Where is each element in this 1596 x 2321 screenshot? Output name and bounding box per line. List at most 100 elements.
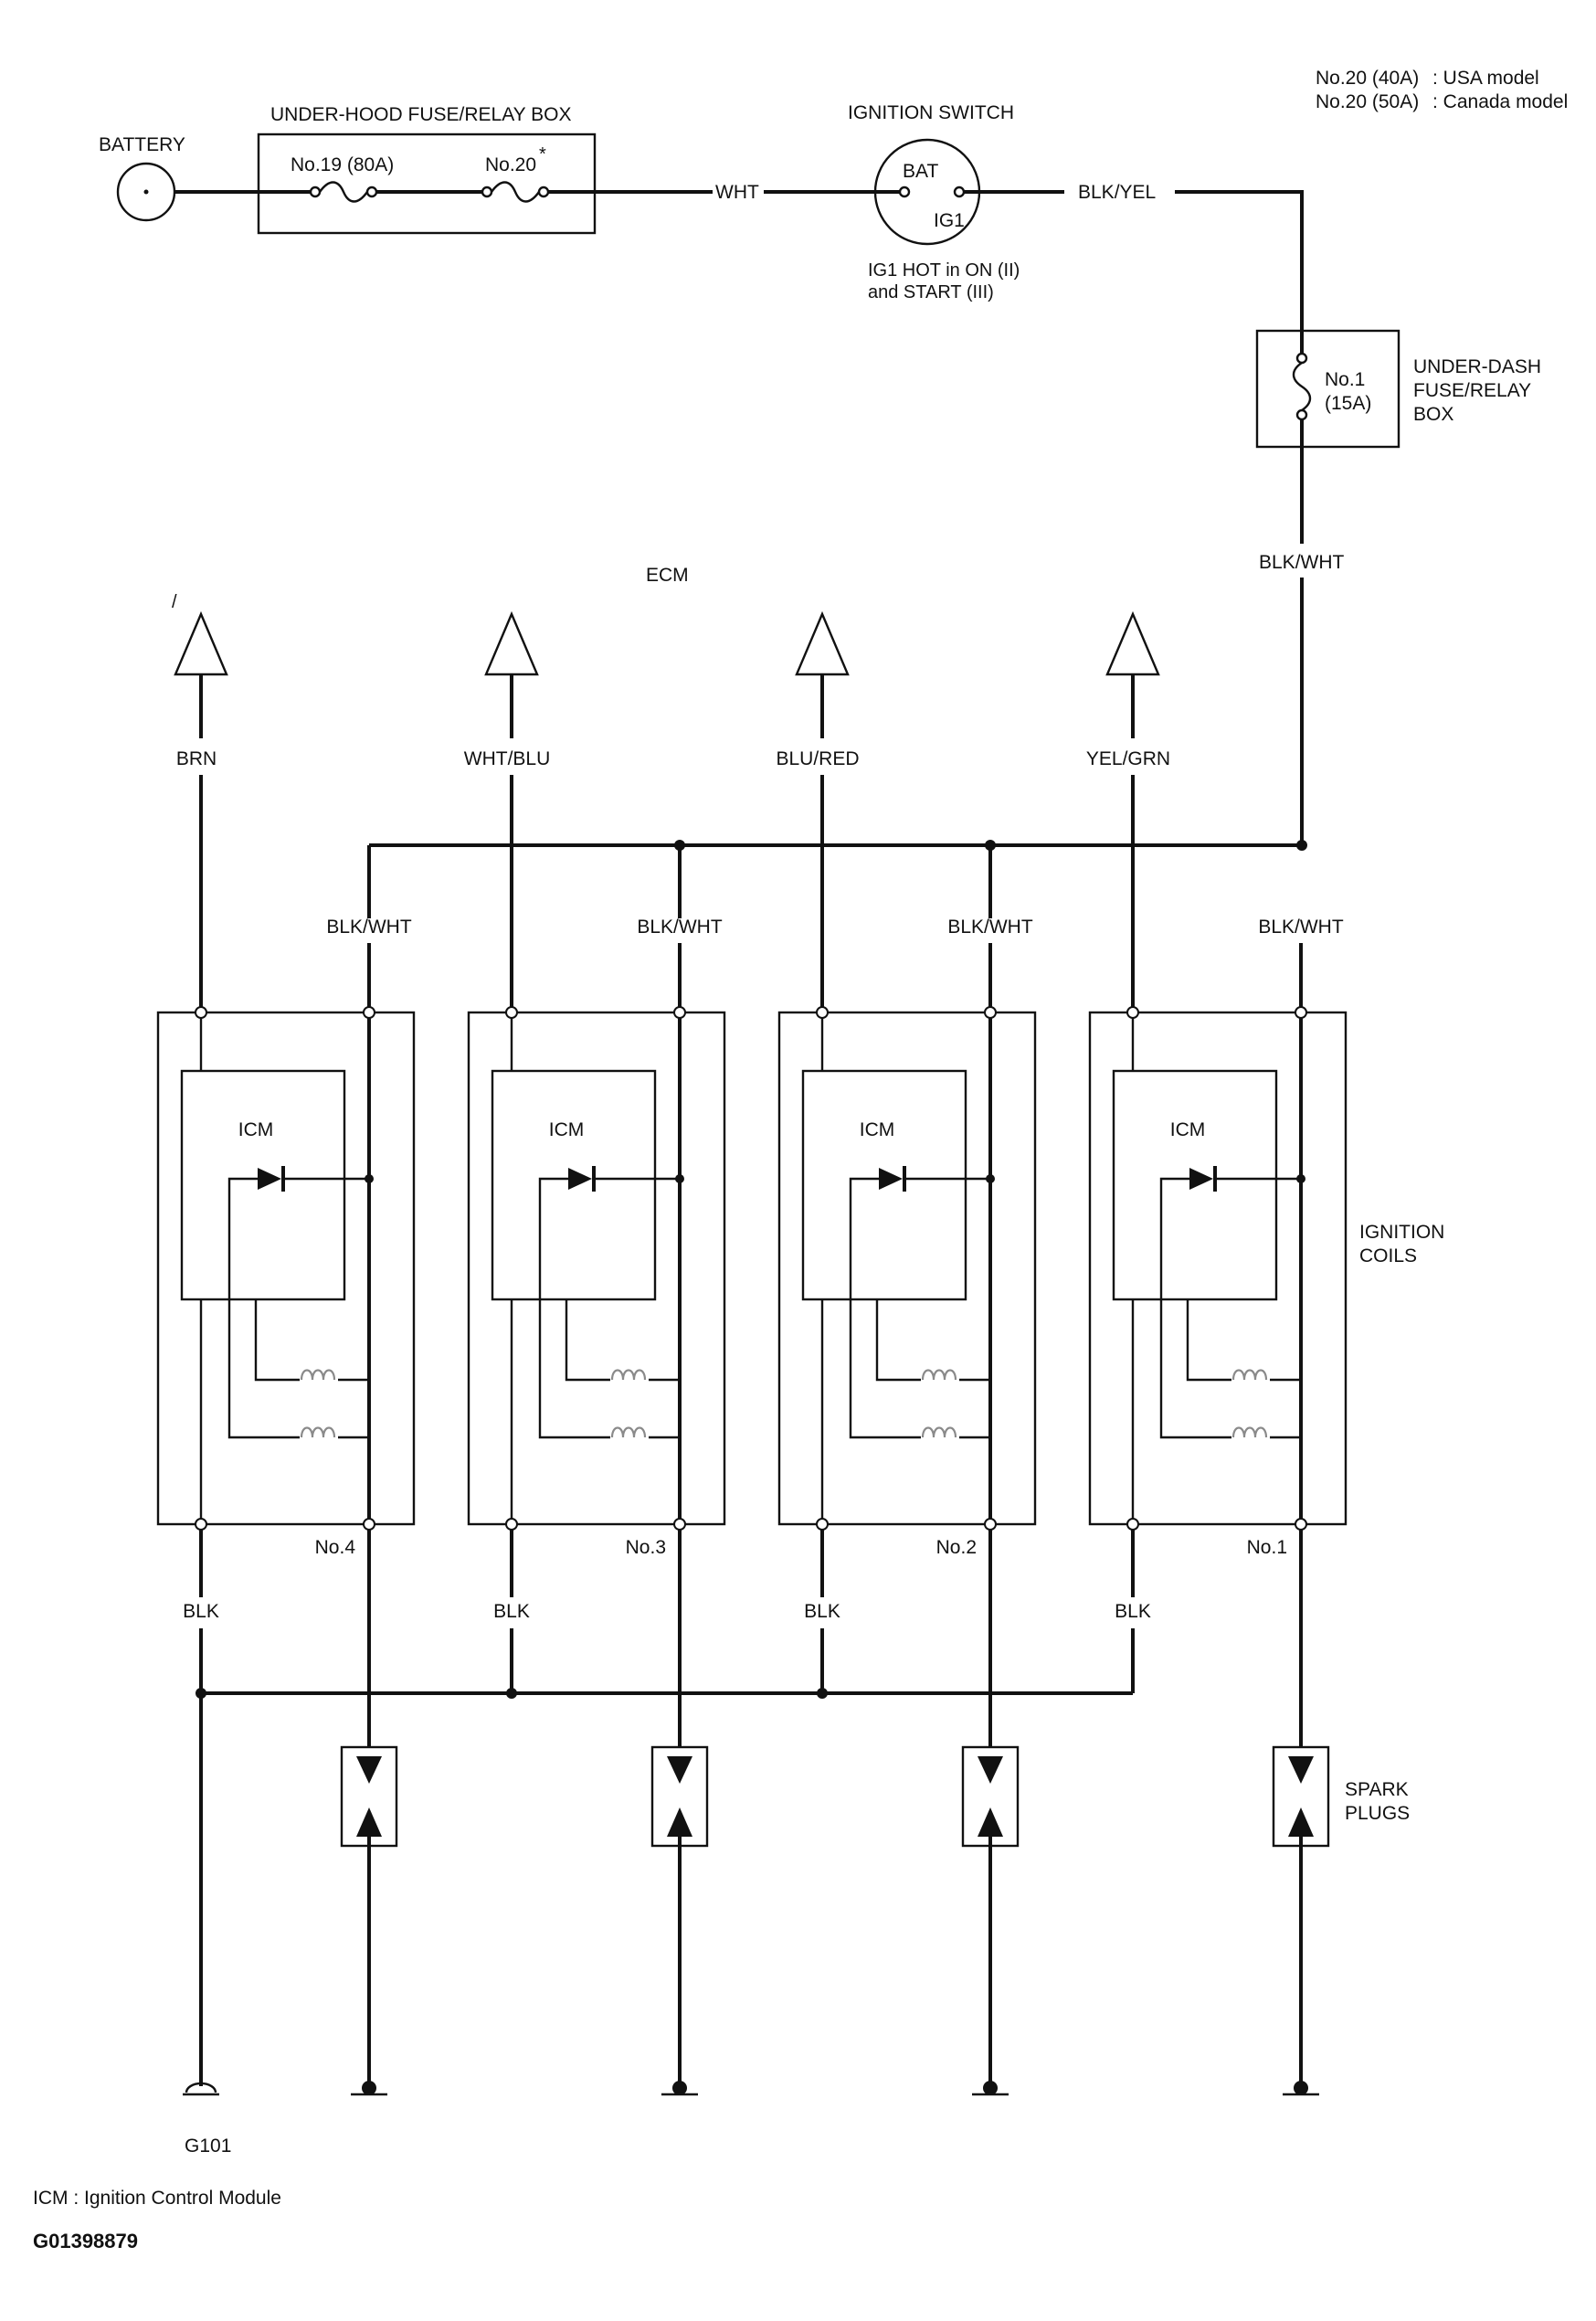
- coil-4-icm-box: [1112, 1069, 1278, 1301]
- fuse-19-label: No.19 (80A): [291, 154, 394, 175]
- coil-2-primary-wire-left: [565, 1299, 610, 1382]
- coil-4-primary-wire-left: [1186, 1299, 1231, 1382]
- coil-1-terminal-top-right: [363, 1006, 375, 1019]
- coil-1-secondary-winding-icon: [300, 1426, 336, 1438]
- coil-3-icm-box: [801, 1069, 967, 1301]
- coil-1-icm-box: [180, 1069, 346, 1301]
- coil-3-secondary-wire-left: [849, 1299, 921, 1439]
- coil-1-ecm-terminal-icon: [174, 610, 228, 676]
- scan-artifact-mark: /: [172, 592, 177, 612]
- coil-1-secondary-wire-left: [227, 1299, 300, 1439]
- coil-3-spark-plug-up-arrow-icon: [978, 1807, 1003, 1837]
- coil-2-primary-winding-icon: [610, 1369, 647, 1381]
- coil-4-terminal-bottom-right: [1295, 1518, 1307, 1531]
- coil-1-spark-plug-up-arrow-icon: [356, 1807, 382, 1837]
- coil-1-diode-junction: [365, 1174, 374, 1183]
- spark-plugs-label-1: SPARK: [1345, 1779, 1409, 1800]
- coil-2-icm-box: [491, 1069, 657, 1301]
- coil-4-ground-wire-label: BLK: [1115, 1601, 1151, 1622]
- icm-legend: ICM : Ignition Control Module: [33, 2188, 281, 2209]
- battery: BATTERY: [99, 134, 185, 222]
- coil-2-terminal-bottom-right: [673, 1518, 686, 1531]
- coil-2-diode-icon: [568, 1168, 592, 1190]
- fuse-20-label: No.20: [485, 154, 536, 175]
- ecm-label: ECM: [646, 565, 689, 586]
- underdash-label-2: FUSE/RELAY: [1413, 380, 1531, 401]
- underhood-box-title: UNDER-HOOD FUSE/RELAY BOX: [270, 104, 571, 125]
- coil-3-primary-winding-icon: [921, 1369, 957, 1381]
- coil-4-terminal-bottom-left: [1126, 1518, 1139, 1531]
- coil-2-power-wire-label: BLK/WHT: [637, 917, 723, 938]
- ignition-coils-label-2: COILS: [1359, 1245, 1417, 1266]
- coil-3-terminal-top-left: [816, 1006, 829, 1019]
- underdash-label-1: UNDER-DASH: [1413, 356, 1541, 377]
- coil-4-spark-plug-up-arrow-icon: [1288, 1807, 1314, 1837]
- ground-symbol-g101: [183, 2082, 219, 2096]
- fuse-1-terminal-top: [1295, 352, 1308, 365]
- coil-3-number-label: No.2: [936, 1537, 977, 1558]
- coil-3-terminal-bottom-left: [816, 1518, 829, 1531]
- underhood-fuse-relay-box: UNDER-HOOD FUSE/RELAY BOX No.19 (80A) No…: [257, 104, 597, 235]
- coil-1-number-label: No.4: [315, 1537, 356, 1558]
- ignition-switch-ig1-terminal: [953, 185, 966, 198]
- coil-1-ground-wire-label: BLK: [183, 1601, 219, 1622]
- wire-blk-yel-label: BLK/YEL: [1078, 182, 1156, 203]
- fuse-19-terminal-right: [365, 185, 378, 198]
- underdash-label-3: BOX: [1413, 404, 1453, 425]
- coil-4-terminal-top-right: [1295, 1006, 1307, 1019]
- coil-3-ground-wire-label: BLK: [804, 1601, 840, 1622]
- diagram-code: G01398879: [33, 2230, 138, 2252]
- note-usa-desc: : USA model: [1432, 68, 1539, 89]
- fuse-1-rating: (15A): [1325, 393, 1371, 414]
- coil-2-spark-ground-icon: [672, 2081, 687, 2095]
- coil-2-terminal-top-right: [673, 1006, 686, 1019]
- ignition-coils-group: BRNBLK/WHTICMNo.4BLKWHT/BLUBLK/WHTICMNo.…: [156, 610, 1348, 2096]
- coil-3-ecm-terminal-icon: [795, 610, 850, 676]
- ignition-switch-note-2: and START (III): [868, 282, 994, 302]
- ignition-switch-bat: BAT: [903, 161, 938, 182]
- coil-3-icm-label: ICM: [860, 1119, 895, 1140]
- coil-1-primary-wire-left: [254, 1299, 300, 1382]
- coil-2-secondary-wire-left: [538, 1299, 610, 1439]
- coil-3-diode-wire-left: [849, 1177, 879, 1299]
- ignition-switch-ig1: IG1: [934, 210, 965, 231]
- underdash-fuse-relay-box: No.1 (15A) UNDER-DASH FUSE/RELAY BOX: [1255, 329, 1541, 449]
- battery-terminal-dot: [143, 189, 149, 195]
- ignition-switch: IGNITION SWITCH BAT IG1 IG1 HOT in ON (I…: [848, 102, 1020, 302]
- fuse-20-terminal-left: [481, 185, 493, 198]
- coil-2-terminal-bottom-left: [505, 1518, 518, 1531]
- coil-3-signal-wire-label: BLU/RED: [776, 748, 859, 769]
- fuse-1-number: No.1: [1325, 369, 1365, 390]
- coil-4-signal-wire-label: YEL/GRN: [1086, 748, 1170, 769]
- coil-4-spark-ground-icon: [1294, 2081, 1308, 2095]
- coil-4-diode-wire-left: [1159, 1177, 1189, 1299]
- fuse-rating-notes: No.20 (40A) : USA model No.20 (50A) : Ca…: [1316, 68, 1568, 112]
- fuse-20-element: [491, 181, 540, 203]
- coil-1-spark-ground-icon: [362, 2081, 376, 2095]
- fuse-19-element: [319, 181, 368, 203]
- fuse-20-asterisk: *: [539, 144, 546, 164]
- coil-3-diode-junction: [986, 1174, 995, 1183]
- coil-2-icm-label: ICM: [549, 1119, 585, 1140]
- coil-4-spark-plug-down-arrow-icon: [1288, 1756, 1314, 1784]
- note-canada-desc: : Canada model: [1432, 91, 1568, 112]
- coil-1-primary-winding-icon: [300, 1369, 336, 1381]
- coil-1-terminal-top-left: [195, 1006, 207, 1019]
- coil-4-secondary-winding-icon: [1231, 1426, 1268, 1438]
- coil-4-coil-housing: [1088, 1011, 1348, 1526]
- fuse-1-terminal-bottom: [1295, 408, 1308, 421]
- wire-blk-wht-feed-label: BLK/WHT: [1259, 552, 1345, 573]
- wire-wht-label: WHT: [715, 182, 759, 203]
- coil-2-diode-junction: [675, 1174, 684, 1183]
- fuse-20-terminal-right: [537, 185, 550, 198]
- coil-1-icm-label: ICM: [238, 1119, 274, 1140]
- bus-junction-3: [1296, 840, 1307, 851]
- coil-2-ground-wire-label: BLK: [493, 1601, 530, 1622]
- coil-2-signal-wire-label: WHT/BLU: [464, 748, 551, 769]
- coil-4-icm-label: ICM: [1170, 1119, 1206, 1140]
- coil-3-diode-icon: [879, 1168, 903, 1190]
